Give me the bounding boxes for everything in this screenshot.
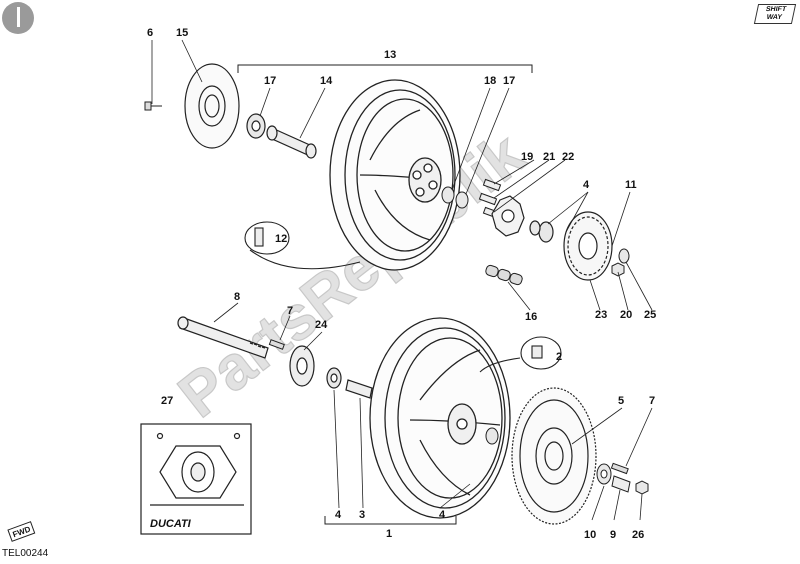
bearing-17 bbox=[246, 113, 266, 139]
bolt-detail-2 bbox=[479, 336, 562, 373]
screw-7-left bbox=[268, 339, 285, 350]
callout-27: 27 bbox=[161, 395, 173, 407]
callout-16: 16 bbox=[525, 311, 537, 323]
sprocket-carrier bbox=[491, 195, 525, 237]
callout-4c: 4 bbox=[439, 509, 446, 521]
callout-8: 8 bbox=[234, 291, 240, 303]
callout-17a: 17 bbox=[264, 75, 276, 87]
bracket-13 bbox=[237, 64, 533, 73]
bearing-4-rear bbox=[529, 220, 554, 243]
callout-4a: 4 bbox=[583, 179, 590, 191]
spacer-3 bbox=[345, 379, 373, 399]
hub-bearings bbox=[441, 186, 469, 209]
callout-7a: 7 bbox=[287, 305, 293, 317]
callout-4b: 4 bbox=[335, 509, 342, 521]
front-brake-disc bbox=[511, 387, 597, 525]
reference-code: TEL00244 bbox=[2, 548, 49, 559]
callout-5: 5 bbox=[618, 395, 624, 407]
callout-24: 24 bbox=[315, 319, 328, 331]
callout-10: 10 bbox=[584, 529, 596, 541]
inset-27-panel bbox=[140, 423, 252, 535]
screw-6 bbox=[144, 101, 162, 111]
callout-17b: 17 bbox=[503, 75, 515, 87]
callout-7b: 7 bbox=[649, 395, 655, 407]
callout-11: 11 bbox=[625, 179, 637, 191]
callout-12: 12 bbox=[275, 233, 287, 245]
rear-brake-disc bbox=[184, 63, 240, 149]
spacer-24 bbox=[289, 345, 315, 387]
callout-9: 9 bbox=[610, 529, 616, 541]
rear-wheel-rim bbox=[329, 79, 461, 271]
bearing-10 bbox=[596, 463, 612, 485]
front-wheel-rim bbox=[369, 317, 511, 519]
callout-25: 25 bbox=[644, 309, 656, 321]
inset-logo: DUCATI bbox=[150, 518, 192, 530]
callout-13: 13 bbox=[384, 49, 396, 61]
bearing-front-right bbox=[485, 427, 499, 445]
callout-22: 22 bbox=[562, 151, 574, 163]
bearing-4-front bbox=[326, 367, 342, 389]
nut-26 bbox=[635, 480, 649, 495]
spacer-14 bbox=[266, 125, 317, 159]
callout-18: 18 bbox=[484, 75, 496, 87]
nut-20 bbox=[611, 262, 625, 277]
shift-way-text: SHIFT WAY bbox=[765, 6, 787, 21]
chain-link-16 bbox=[485, 264, 523, 286]
screw-7-right bbox=[610, 462, 629, 475]
callout-3: 3 bbox=[359, 509, 365, 521]
front-axle-8 bbox=[177, 316, 269, 359]
shift-way-logo: SHIFT WAY bbox=[753, 4, 797, 24]
callout-2: 2 bbox=[556, 351, 562, 363]
section-icon-mark bbox=[17, 7, 20, 27]
callout-20: 20 bbox=[620, 309, 632, 321]
callout-19: 19 bbox=[521, 151, 533, 163]
fwd-badge: FWD bbox=[7, 521, 36, 542]
bracket-1 bbox=[324, 516, 457, 525]
callout-26: 26 bbox=[632, 529, 644, 541]
rear-sprocket bbox=[563, 211, 613, 281]
leader-lines bbox=[151, 39, 653, 521]
callout-1: 1 bbox=[386, 528, 392, 540]
callout-21: 21 bbox=[543, 151, 555, 163]
callout-14: 14 bbox=[320, 75, 333, 87]
valve-detail-12 bbox=[244, 221, 361, 270]
spacer-9 bbox=[611, 475, 631, 493]
callout-6: 6 bbox=[147, 27, 153, 39]
callout-15: 15 bbox=[176, 27, 188, 39]
washer-25 bbox=[618, 248, 630, 264]
callout-23: 23 bbox=[595, 309, 607, 321]
